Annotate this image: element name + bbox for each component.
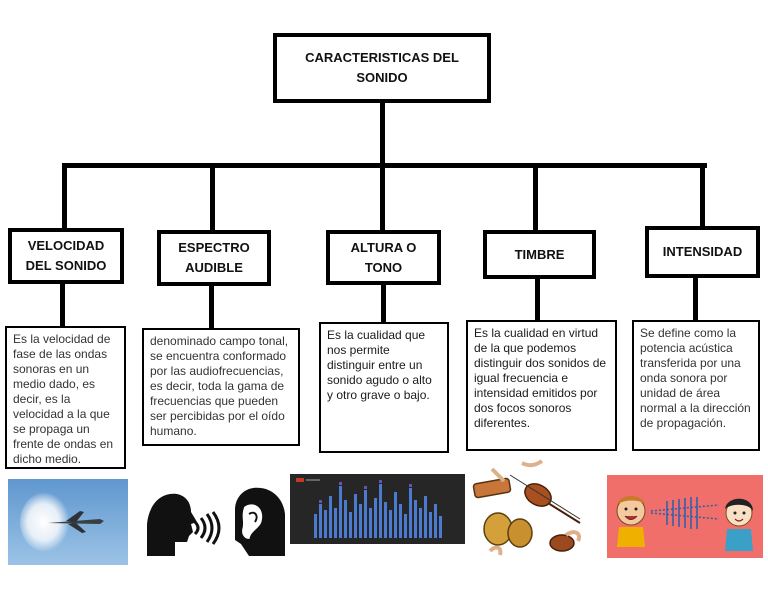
title-box: CARACTERISTICAS DEL SONIDO [273,33,491,103]
speaking-listening-image [145,484,287,556]
connector-desc-espectro [209,284,214,330]
category-velocidad: VELOCIDAD DEL SONIDO [8,228,124,284]
category-intensidad: INTENSIDAD [645,226,760,278]
musical-instruments-image [470,459,602,559]
description-text: Se define como la potencia acústica tran… [640,326,751,430]
description-velocidad: Es la velocidad de fase de las ondas son… [5,326,126,469]
intensity-faces-image [607,475,763,558]
description-espectro: denominado campo tonal, se encuentra con… [142,328,300,446]
description-text: denominado campo tonal, se encuentra con… [150,334,289,438]
audio-spectrum-image [290,474,465,544]
title-text: CARACTERISTICAS DEL SONIDO [305,50,459,85]
category-label: VELOCIDAD DEL SONIDO [25,238,107,273]
connector-desc-timbre [535,277,540,322]
connector-intensidad [700,163,705,231]
category-label: INTENSIDAD [662,244,743,259]
description-text: Es la cualidad que nos permite distingui… [327,328,432,402]
description-intensidad: Se define como la potencia acústica tran… [632,320,760,451]
category-timbre: TIMBRE [483,230,596,279]
jet-sonic-boom-image [8,479,128,565]
category-label: TIMBRE [514,246,565,262]
connector-timbre [533,163,538,233]
connector-desc-altura [381,282,386,324]
connector-desc-intensidad [693,276,698,322]
category-espectro: ESPECTRO AUDIBLE [157,230,271,286]
description-altura: Es la cualidad que nos permite distingui… [319,322,449,453]
connector-desc-velocidad [60,280,65,328]
connector-espectro [210,163,215,233]
description-timbre: Es la cualidad en virtud de la que podem… [466,320,617,451]
description-text: Es la cualidad en virtud de la que podem… [474,326,607,430]
category-label: ALTURA O TONO [350,239,417,275]
title-connector [380,103,385,166]
connector-altura [380,163,385,233]
category-altura: ALTURA O TONO [326,230,441,285]
category-label: ESPECTRO AUDIBLE [178,240,250,275]
connector-velocidad [62,163,67,230]
description-text: Es la velocidad de fase de las ondas son… [13,332,114,466]
